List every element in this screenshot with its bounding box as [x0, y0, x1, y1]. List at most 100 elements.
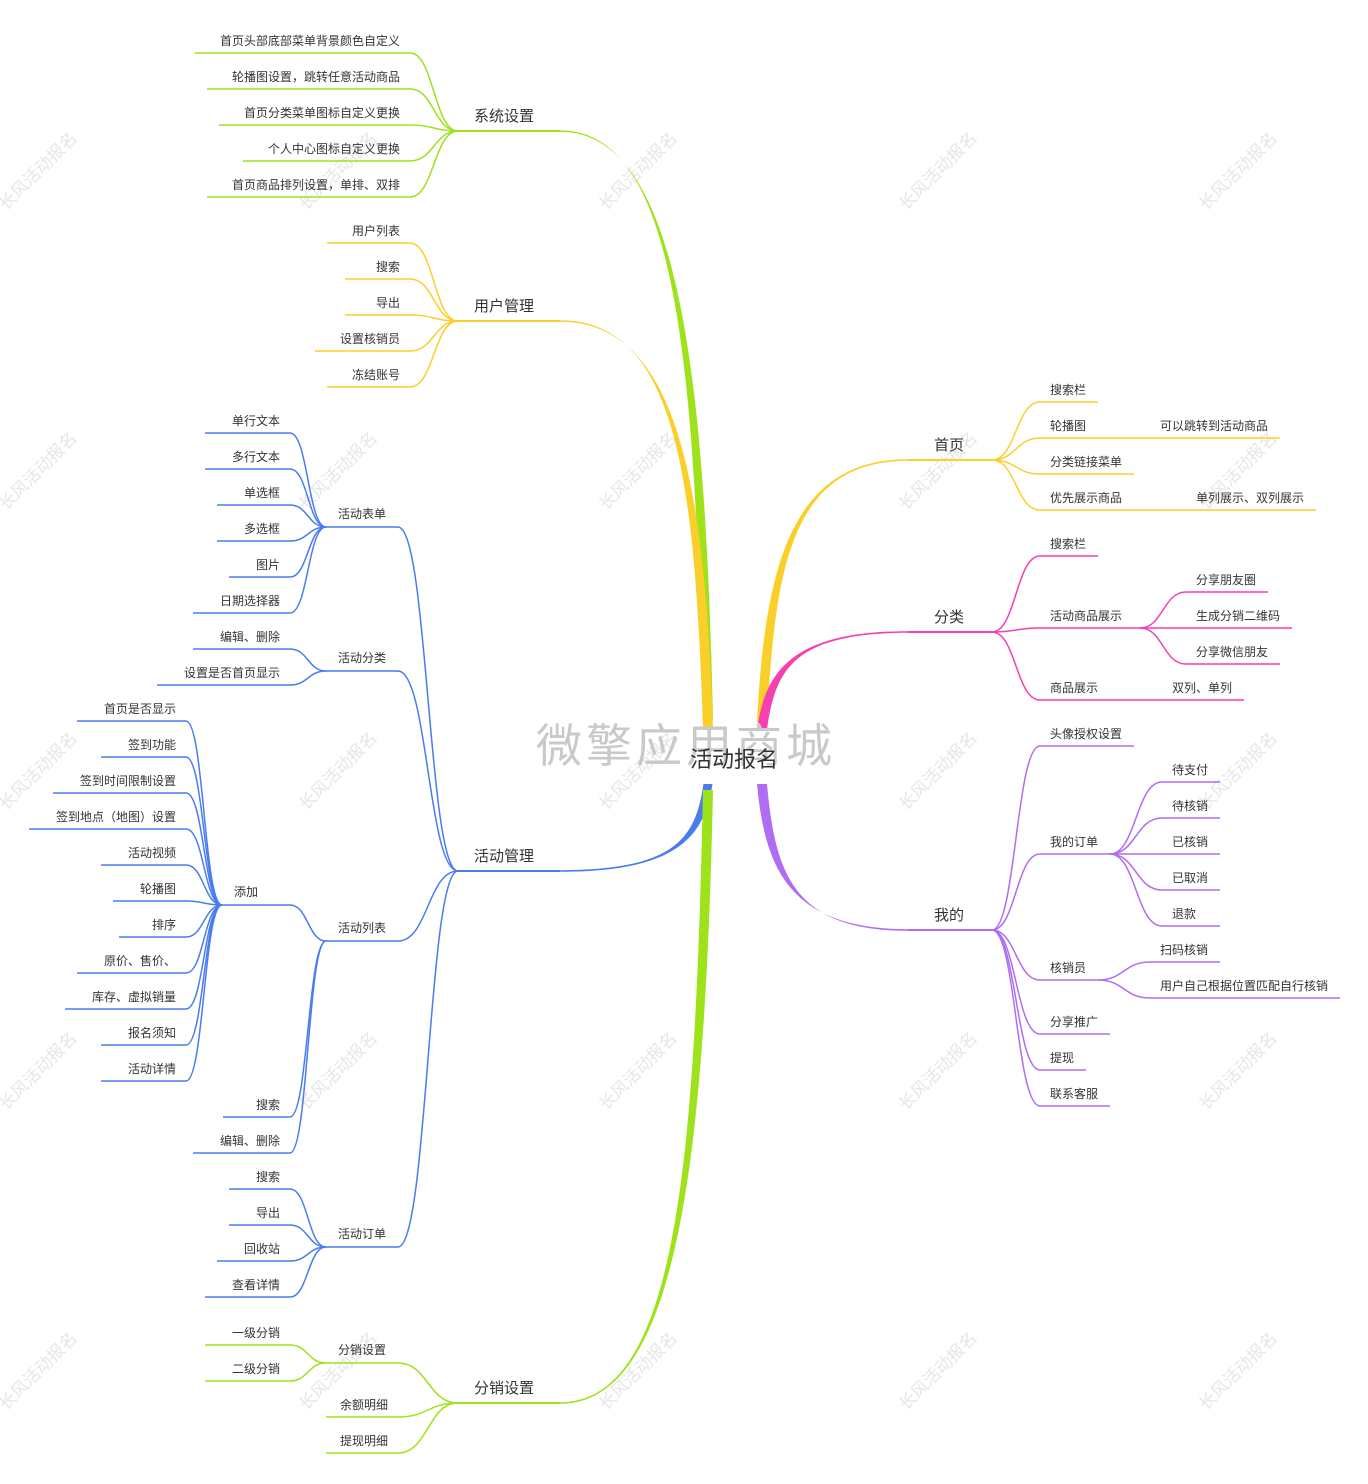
mind-map-node[interactable]: 添加: [234, 885, 258, 899]
mind-map-node[interactable]: 分享微信朋友: [1196, 644, 1268, 659]
mind-map-node[interactable]: 轮播图设置，跳转任意活动商品: [232, 69, 400, 84]
tile-watermark: 长风活动报名: [0, 1328, 82, 1414]
mind-map-node[interactable]: 首页商品排列设置，单排、双排: [232, 177, 400, 192]
mind-map-node[interactable]: 分享朋友圈: [1196, 572, 1256, 587]
mind-map-node[interactable]: 核销员: [1050, 961, 1086, 975]
mind-map-node[interactable]: 单选框: [244, 486, 280, 500]
mind-map-node[interactable]: 待支付: [1172, 763, 1208, 777]
branch-edge: [397, 526, 459, 872]
mind-map-node[interactable]: 导出: [376, 296, 400, 310]
branch-node[interactable]: 系统设置: [474, 107, 534, 125]
mind-map-node[interactable]: 单行文本: [232, 413, 280, 428]
mind-map-node[interactable]: 图片: [256, 558, 280, 572]
mind-map-node[interactable]: 可以跳转到活动商品: [1160, 418, 1268, 433]
mind-map-node[interactable]: 商品展示: [1050, 680, 1098, 695]
mind-map-node[interactable]: 签到功能: [128, 737, 176, 752]
mind-map-node[interactable]: 多选框: [244, 522, 280, 536]
mind-map-node[interactable]: 轮播图: [1050, 419, 1086, 433]
mind-map-node[interactable]: 多行文本: [232, 449, 280, 464]
branch-node[interactable]: 我的: [934, 906, 964, 924]
branch-node[interactable]: 活动管理: [474, 847, 534, 865]
tile-watermark: 长风活动报名: [895, 728, 981, 814]
mind-map-node[interactable]: 活动分类: [338, 651, 386, 665]
mind-map-node[interactable]: 联系客服: [1050, 1086, 1098, 1101]
mind-map-node[interactable]: 分享推广: [1050, 1014, 1098, 1029]
mind-map-node[interactable]: 日期选择器: [220, 594, 280, 608]
mind-map-node[interactable]: 搜索: [376, 259, 400, 274]
mind-map-node[interactable]: 库存、虚拟销量: [92, 989, 176, 1004]
mind-map-node[interactable]: 排序: [152, 917, 176, 932]
mind-map-node[interactable]: 优先展示商品: [1050, 490, 1122, 505]
mind-map-node[interactable]: 搜索栏: [1050, 382, 1086, 397]
branch-edge: [289, 1188, 327, 1248]
tile-watermark: 长风活动报名: [0, 728, 82, 814]
mind-map-node[interactable]: 用户列表: [352, 223, 400, 238]
mind-map-node[interactable]: 原价、售价、: [104, 953, 176, 968]
mind-map-node[interactable]: 提现明细: [340, 1433, 388, 1448]
mind-map-node[interactable]: 单列展示、双列展示: [1196, 491, 1304, 505]
branch-edge: [289, 1362, 327, 1382]
mind-map-node[interactable]: 设置核销员: [340, 332, 400, 346]
mind-map-node[interactable]: 一级分销: [232, 1326, 280, 1340]
mind-map-node[interactable]: 用户自己根据位置匹配自行核销: [1160, 978, 1328, 993]
root-node[interactable]: 活动报名: [690, 748, 778, 773]
mind-map-node[interactable]: 编辑、删除: [220, 629, 280, 644]
mind-map-node[interactable]: 活动详情: [128, 1061, 176, 1076]
mind-map-node[interactable]: 搜索: [256, 1097, 280, 1112]
branch-node[interactable]: 分销设置: [474, 1379, 534, 1397]
center-watermark: 微擎应用商城: [536, 719, 836, 773]
mind-map-node[interactable]: 扫码核销: [1160, 943, 1208, 957]
branch-edge: [991, 437, 1041, 461]
mind-map-node[interactable]: 头像授权设置: [1050, 726, 1122, 741]
branch-edge: [185, 904, 223, 974]
mind-map-node[interactable]: 余额明细: [340, 1397, 388, 1412]
branch-edge: [991, 401, 1041, 461]
mind-map-node[interactable]: 轮播图: [140, 882, 176, 896]
mind-map-node[interactable]: 首页头部底部菜单背景颜色自定义: [220, 33, 400, 48]
branch-edge: [185, 756, 223, 906]
mind-map-node[interactable]: 活动商品展示: [1050, 608, 1122, 623]
branch-edge: [185, 864, 223, 906]
mind-map-node[interactable]: 双列、单列: [1172, 681, 1232, 695]
mind-map-node[interactable]: 我的订单: [1050, 834, 1098, 849]
mind-map-node[interactable]: 冻结账号: [352, 367, 400, 382]
mind-map-node[interactable]: 生成分销二维码: [1196, 609, 1280, 623]
mind-map-node[interactable]: 导出: [256, 1206, 280, 1220]
mind-map-node[interactable]: 搜索: [256, 1169, 280, 1184]
mind-map-node[interactable]: 分类链接菜单: [1050, 454, 1122, 469]
mind-map-node[interactable]: 活动订单: [338, 1227, 386, 1241]
branch-edge: [1139, 591, 1187, 629]
mind-map-node[interactable]: 活动列表: [338, 921, 386, 935]
branch-edge: [185, 720, 223, 906]
mind-map-node[interactable]: 搜索栏: [1050, 536, 1086, 551]
branch-node[interactable]: 用户管理: [474, 297, 534, 315]
mind-map-node[interactable]: 签到时间限制设置: [80, 773, 176, 788]
mind-map-node[interactable]: 回收站: [244, 1242, 280, 1256]
mind-map-node[interactable]: 首页分类菜单图标自定义更换: [244, 105, 400, 120]
mind-map-node[interactable]: 签到地点（地图）设置: [56, 809, 176, 824]
mind-map-node[interactable]: 活动表单: [338, 507, 386, 521]
mind-map-node[interactable]: 设置是否首页显示: [184, 666, 280, 680]
mind-map-node[interactable]: 已核销: [1172, 835, 1208, 849]
branch-edge: [991, 929, 1041, 981]
mind-map-node[interactable]: 个人中心图标自定义更换: [268, 141, 400, 156]
mind-map-node[interactable]: 编辑、删除: [220, 1133, 280, 1148]
mind-map-node[interactable]: 退款: [1172, 907, 1196, 921]
mind-map-node[interactable]: 首页是否显示: [104, 702, 176, 716]
branch-edge: [289, 1224, 327, 1248]
mind-map-node[interactable]: 二级分销: [232, 1362, 280, 1376]
tile-watermark: 长风活动报名: [1195, 1028, 1281, 1114]
branch-node[interactable]: 分类: [934, 608, 964, 626]
branch-node[interactable]: 首页: [934, 436, 964, 454]
branch-edge: [991, 627, 1041, 633]
mind-map-node[interactable]: 报名须知: [128, 1025, 176, 1040]
root-branch-edge: [757, 631, 908, 730]
mind-map-node[interactable]: 已取消: [1172, 871, 1208, 885]
mind-map-node[interactable]: 提现: [1050, 1050, 1074, 1065]
mind-map-node[interactable]: 待核销: [1172, 799, 1208, 813]
mind-map-node[interactable]: 活动视频: [128, 845, 176, 860]
mind-map-node[interactable]: 分销设置: [338, 1343, 386, 1357]
mind-map-node[interactable]: 查看详情: [232, 1277, 280, 1292]
branch-edge: [185, 792, 223, 906]
tile-watermark: 长风活动报名: [895, 1328, 981, 1414]
